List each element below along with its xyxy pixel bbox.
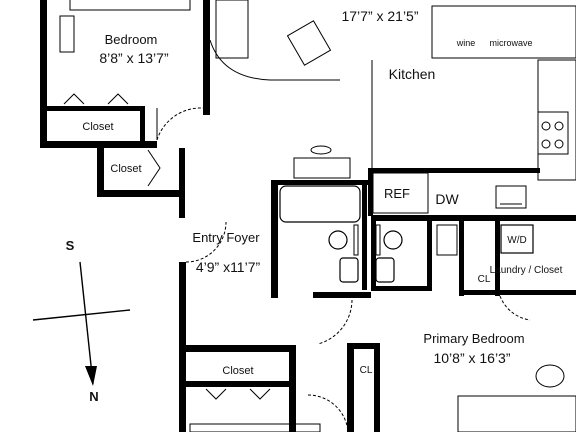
living-room-size: 17’7” x 21’5” <box>341 8 418 24</box>
burner <box>541 139 551 149</box>
ref-label: REF <box>384 186 410 201</box>
wall <box>40 141 157 148</box>
wall <box>271 180 278 298</box>
wall <box>464 290 576 295</box>
primary-cl-label: CL <box>360 365 373 376</box>
bathtub <box>279 185 361 223</box>
wd-label: W/D <box>507 235 526 246</box>
compass-axis-ew <box>32 309 131 321</box>
wall <box>459 221 464 296</box>
bed-outline <box>69 0 191 11</box>
wall <box>40 0 47 148</box>
wall <box>289 345 296 432</box>
wall <box>313 292 371 298</box>
toilet <box>375 257 395 283</box>
rug-outline <box>209 39 340 81</box>
wall <box>203 0 210 115</box>
laundry-label: Laundry / Closet <box>490 265 563 276</box>
foyer-size: 4’9” x11’7” <box>196 259 261 275</box>
washer-dryer <box>500 224 534 254</box>
wall <box>368 168 373 216</box>
laundry-area: W/D CL Laundry / Closet <box>436 224 563 285</box>
bifold-door <box>249 388 271 400</box>
bifold-door <box>147 149 161 187</box>
wall <box>427 221 432 291</box>
faucet <box>353 224 359 256</box>
bed <box>457 395 576 432</box>
counter <box>537 59 576 181</box>
burner <box>554 139 564 149</box>
primary-bedroom-name: Primary Bedroom <box>423 331 524 346</box>
bath-foyer-area: Entry Foyer 4’9” x11’7” <box>185 145 576 298</box>
south-label: S <box>66 238 75 253</box>
chair <box>535 364 565 388</box>
lower-closet-label: Closet <box>222 365 253 377</box>
wall <box>271 180 369 185</box>
kitchen-name: Kitchen <box>389 66 436 82</box>
wall <box>47 106 140 111</box>
bedroom-name: Bedroom <box>105 32 158 47</box>
stove <box>537 111 569 155</box>
bath-vanity <box>436 224 458 256</box>
bedroom-closet-label: Closet <box>82 121 113 133</box>
furniture-desk <box>59 15 75 53</box>
upper-cabinets <box>431 5 576 59</box>
microwave-label: microwave <box>489 38 532 48</box>
bifold-door <box>63 93 85 105</box>
entry-door-swing <box>185 221 227 263</box>
tv-console <box>293 157 351 179</box>
wall <box>186 345 296 352</box>
kitchen-sink <box>495 185 527 209</box>
living-kitchen-area: 17’7” x 21’5” Kitchen wine microwave REF… <box>209 0 576 216</box>
door-swing <box>499 295 531 321</box>
north-arrow-icon <box>85 366 97 386</box>
toilet <box>339 257 359 283</box>
lamp <box>310 145 332 155</box>
faucet <box>375 224 381 256</box>
bifold-door <box>107 93 129 105</box>
armchair <box>286 20 332 66</box>
wall <box>371 215 576 221</box>
door-swing <box>317 299 353 345</box>
dw-label: DW <box>435 191 459 207</box>
wine-label: wine <box>456 38 476 48</box>
wall <box>495 221 500 296</box>
wall <box>368 168 540 173</box>
burner <box>554 121 564 131</box>
wall <box>140 106 145 144</box>
primary-bedroom-area: Closet CL Primary Bedroom 10’8” x 16’3” <box>186 295 576 432</box>
wall <box>371 221 376 291</box>
refrigerator <box>372 172 429 214</box>
door-swing <box>307 394 349 432</box>
sofa <box>215 0 249 59</box>
primary-bedroom-size: 10’8” x 16’3” <box>433 350 510 366</box>
wall <box>97 148 104 197</box>
compass-axis-ns <box>79 261 94 385</box>
sink-basin <box>383 230 403 250</box>
wall <box>376 286 432 291</box>
wall <box>186 381 289 387</box>
laundry-cl-label: CL <box>478 274 491 285</box>
hall-closet-area: Closet <box>97 148 186 432</box>
wall <box>179 262 186 432</box>
bed-outline <box>189 423 321 432</box>
sink-basin <box>328 230 348 250</box>
north-label: N <box>89 389 98 404</box>
bedroom-size: 8’8” x 13’7” <box>99 50 169 66</box>
wall <box>347 343 380 349</box>
wall <box>179 148 185 218</box>
bedroom-area: Bedroom 8’8” x 13’7” Closet <box>40 0 210 148</box>
door-swing <box>156 107 204 141</box>
wall <box>362 180 367 290</box>
bifold-door <box>205 388 227 400</box>
burner <box>541 121 551 131</box>
foyer-name: Entry Foyer <box>192 230 260 245</box>
hall-closet-label: Closet <box>110 163 141 175</box>
compass: S N <box>32 238 131 404</box>
wall <box>97 190 185 197</box>
wall <box>374 343 380 432</box>
wall <box>347 343 354 432</box>
